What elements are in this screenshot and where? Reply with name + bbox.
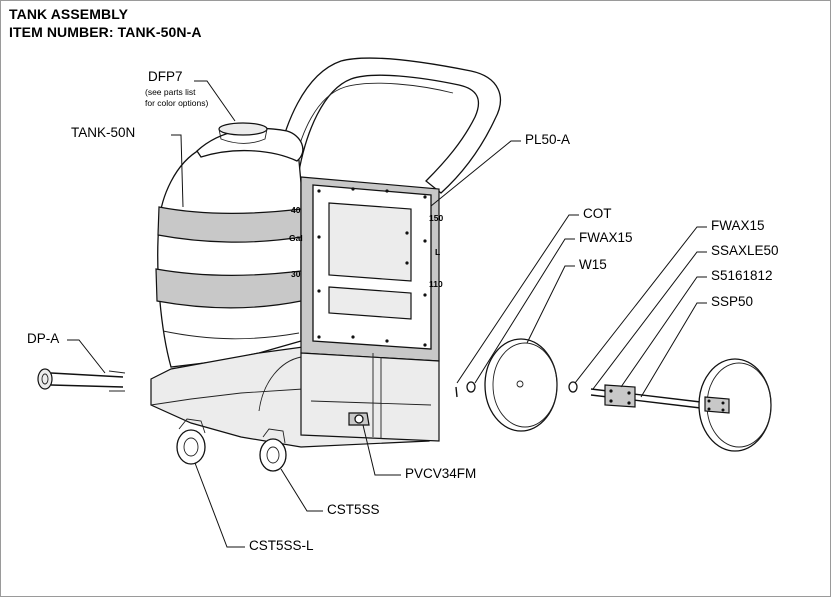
scale-right-mid: L <box>435 247 441 257</box>
tank-band-middle <box>155 268 302 309</box>
leader-pl50 <box>430 140 521 207</box>
w15-wheel-left <box>484 338 558 432</box>
caster-cst5ss <box>259 428 287 472</box>
leader-w15 <box>526 265 575 344</box>
scale-left-low: 30 <box>291 269 301 279</box>
callout-dp-a: DP-A <box>27 331 60 346</box>
cot-pin <box>455 386 458 398</box>
callout-dfp7-note-2: for color options) <box>145 98 209 108</box>
leader-dpa <box>67 339 106 374</box>
leader-cst5ss-l <box>194 462 245 548</box>
callout-cst5ss-l: CST5SS-L <box>249 538 314 553</box>
callout-dfp7-note-1: (see parts list <box>145 87 196 97</box>
leader-tank <box>171 134 184 208</box>
dfp7-filter <box>218 122 268 136</box>
fwax15-washer-left <box>466 381 476 393</box>
scale-right-top: 150 <box>429 213 444 223</box>
scale-right-low: 110 <box>429 279 443 289</box>
callout-w15: W15 <box>579 257 607 272</box>
callout-fwax15-right: FWAX15 <box>711 218 765 233</box>
dp-a-drain-part <box>37 368 126 392</box>
w15-wheel-right <box>698 358 772 452</box>
leader-pvcv34fm <box>362 424 401 476</box>
callout-fwax15-left: FWAX15 <box>579 230 633 245</box>
callout-ssp50: SSP50 <box>711 294 754 309</box>
plate-screws <box>317 187 427 347</box>
callout-s5161812: S5161812 <box>711 268 773 283</box>
callout-ssaxle50: SSAXLE50 <box>711 243 779 258</box>
leader-ssaxle50 <box>592 251 707 390</box>
leader-fwax15-left <box>474 238 575 384</box>
leader-dfp7 <box>194 80 236 122</box>
tank-body <box>157 136 302 368</box>
scale-left-mid: Gal <box>289 233 303 243</box>
leader-lines <box>67 80 707 548</box>
leader-cot <box>456 214 579 384</box>
leader-ssp50 <box>640 302 707 398</box>
scale-left-top: 40 <box>291 205 301 215</box>
caster-cst5ss-l <box>176 418 206 465</box>
leader-cst5ss <box>280 468 323 512</box>
callout-tank-50n: TANK-50N <box>71 125 136 140</box>
ssaxle50-axle <box>590 384 710 410</box>
callout-cot: COT <box>583 206 612 221</box>
leader-fwax15-right <box>574 226 707 384</box>
callout-pl50-a: PL50-A <box>525 132 571 147</box>
callout-pvcv34fm: PVCV34FM <box>405 466 477 481</box>
item-number: ITEM NUMBER: TANK-50N-A <box>9 24 202 40</box>
handle-outer <box>272 57 501 194</box>
leader-s5161812 <box>620 276 707 388</box>
callout-dfp7: DFP7 <box>148 69 183 84</box>
callout-cst5ss: CST5SS <box>327 502 380 517</box>
fwax15-washer-right <box>568 381 578 393</box>
diagram-title: TANK ASSEMBLY <box>9 6 129 22</box>
